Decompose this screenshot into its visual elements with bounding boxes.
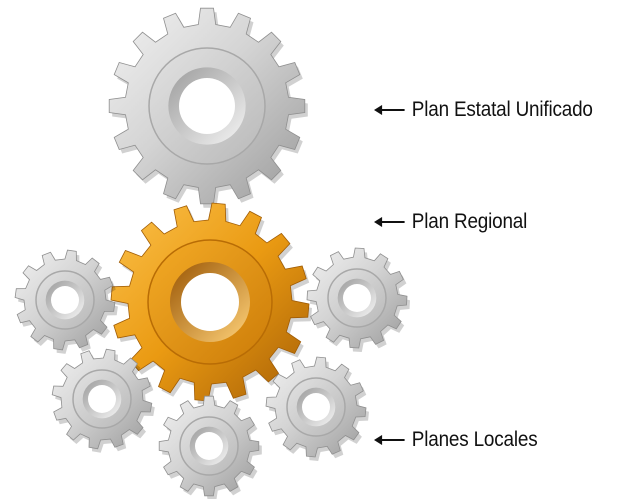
gear-hole bbox=[302, 393, 330, 421]
plan-estatal-text: Plan Estatal Unificado bbox=[411, 98, 593, 121]
planes-locales-text: Planes Locales bbox=[411, 428, 538, 451]
arrow-left-icon bbox=[374, 435, 405, 445]
gear-plan-local bbox=[158, 395, 262, 499]
gear-plan-regional bbox=[110, 202, 312, 405]
plan-regional-label: Plan Regional bbox=[374, 210, 527, 234]
plan-regional-text: Plan Regional bbox=[411, 210, 528, 233]
gear-hole bbox=[181, 273, 239, 331]
arrow-left-icon bbox=[374, 217, 405, 227]
planes-locales-label: Planes Locales bbox=[374, 428, 538, 452]
gear-plan-local bbox=[14, 249, 118, 354]
gear-hole bbox=[195, 432, 223, 460]
gear-hole bbox=[179, 78, 235, 134]
gear-plan-local bbox=[51, 348, 155, 453]
gear-hole bbox=[343, 284, 371, 312]
gear-hole bbox=[51, 286, 79, 314]
arrow-left-icon bbox=[374, 105, 405, 115]
gear-plan-estatal bbox=[108, 7, 308, 208]
gear-plan-local bbox=[265, 356, 369, 461]
gear-plan-local bbox=[306, 247, 410, 352]
gear-hole bbox=[88, 385, 116, 413]
plan-estatal-label: Plan Estatal Unificado bbox=[374, 98, 593, 122]
